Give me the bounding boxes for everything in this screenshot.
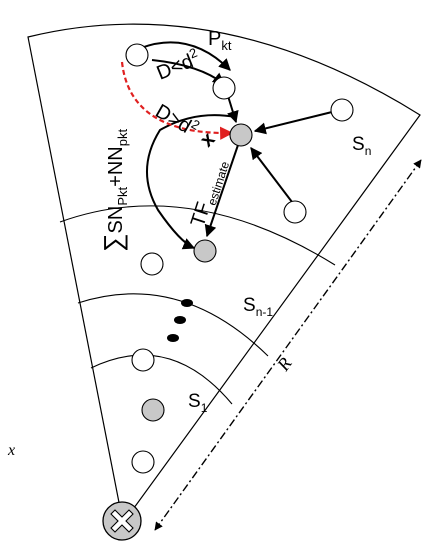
node-right bbox=[330, 98, 354, 122]
node-lower-right bbox=[283, 200, 307, 224]
label-tf-estimate: TFestimate bbox=[187, 156, 232, 230]
edge-top-loop bbox=[140, 41, 231, 71]
edge-mid-to-center bbox=[227, 95, 239, 124]
node-level1-lower bbox=[131, 450, 155, 474]
sector-outline bbox=[27, 23, 421, 524]
label-s-n: Sn bbox=[352, 134, 371, 158]
node-center bbox=[229, 123, 253, 147]
node-top-left bbox=[125, 43, 149, 67]
red-dashed-path bbox=[120, 61, 234, 140]
cross-icon bbox=[110, 509, 134, 533]
radius-arrow bbox=[154, 159, 422, 531]
arc-level-1 bbox=[90, 354, 233, 405]
node-top-right bbox=[212, 76, 236, 100]
node-level1-upper bbox=[131, 348, 155, 372]
label-r: R bbox=[272, 354, 295, 375]
node-lower-gray bbox=[193, 239, 217, 263]
label-p-kt: Pkt bbox=[208, 28, 232, 53]
node-left-middle bbox=[140, 252, 164, 276]
label-d-greater: D>d2 bbox=[152, 98, 203, 142]
arc-level-middle bbox=[77, 293, 269, 357]
node-level1-gray bbox=[141, 398, 165, 422]
label-s-1: S1 bbox=[188, 391, 208, 415]
ellipsis-dot bbox=[181, 299, 193, 307]
label-sum: ∑SNPkt+NNpkt bbox=[98, 129, 130, 252]
edge-bottom-to-center bbox=[250, 147, 293, 203]
edge-center-to-lower bbox=[204, 144, 239, 238]
ellipsis-dot bbox=[174, 316, 186, 324]
ellipsis-dot bbox=[167, 334, 179, 342]
edge-long-loop bbox=[146, 114, 236, 250]
sink-node bbox=[102, 501, 142, 541]
label-d-less: D<d2 bbox=[153, 45, 204, 85]
label-s-n-1: Sn-1 bbox=[243, 295, 273, 319]
edge-right-to-center bbox=[253, 111, 333, 135]
label-x: x bbox=[7, 442, 15, 459]
